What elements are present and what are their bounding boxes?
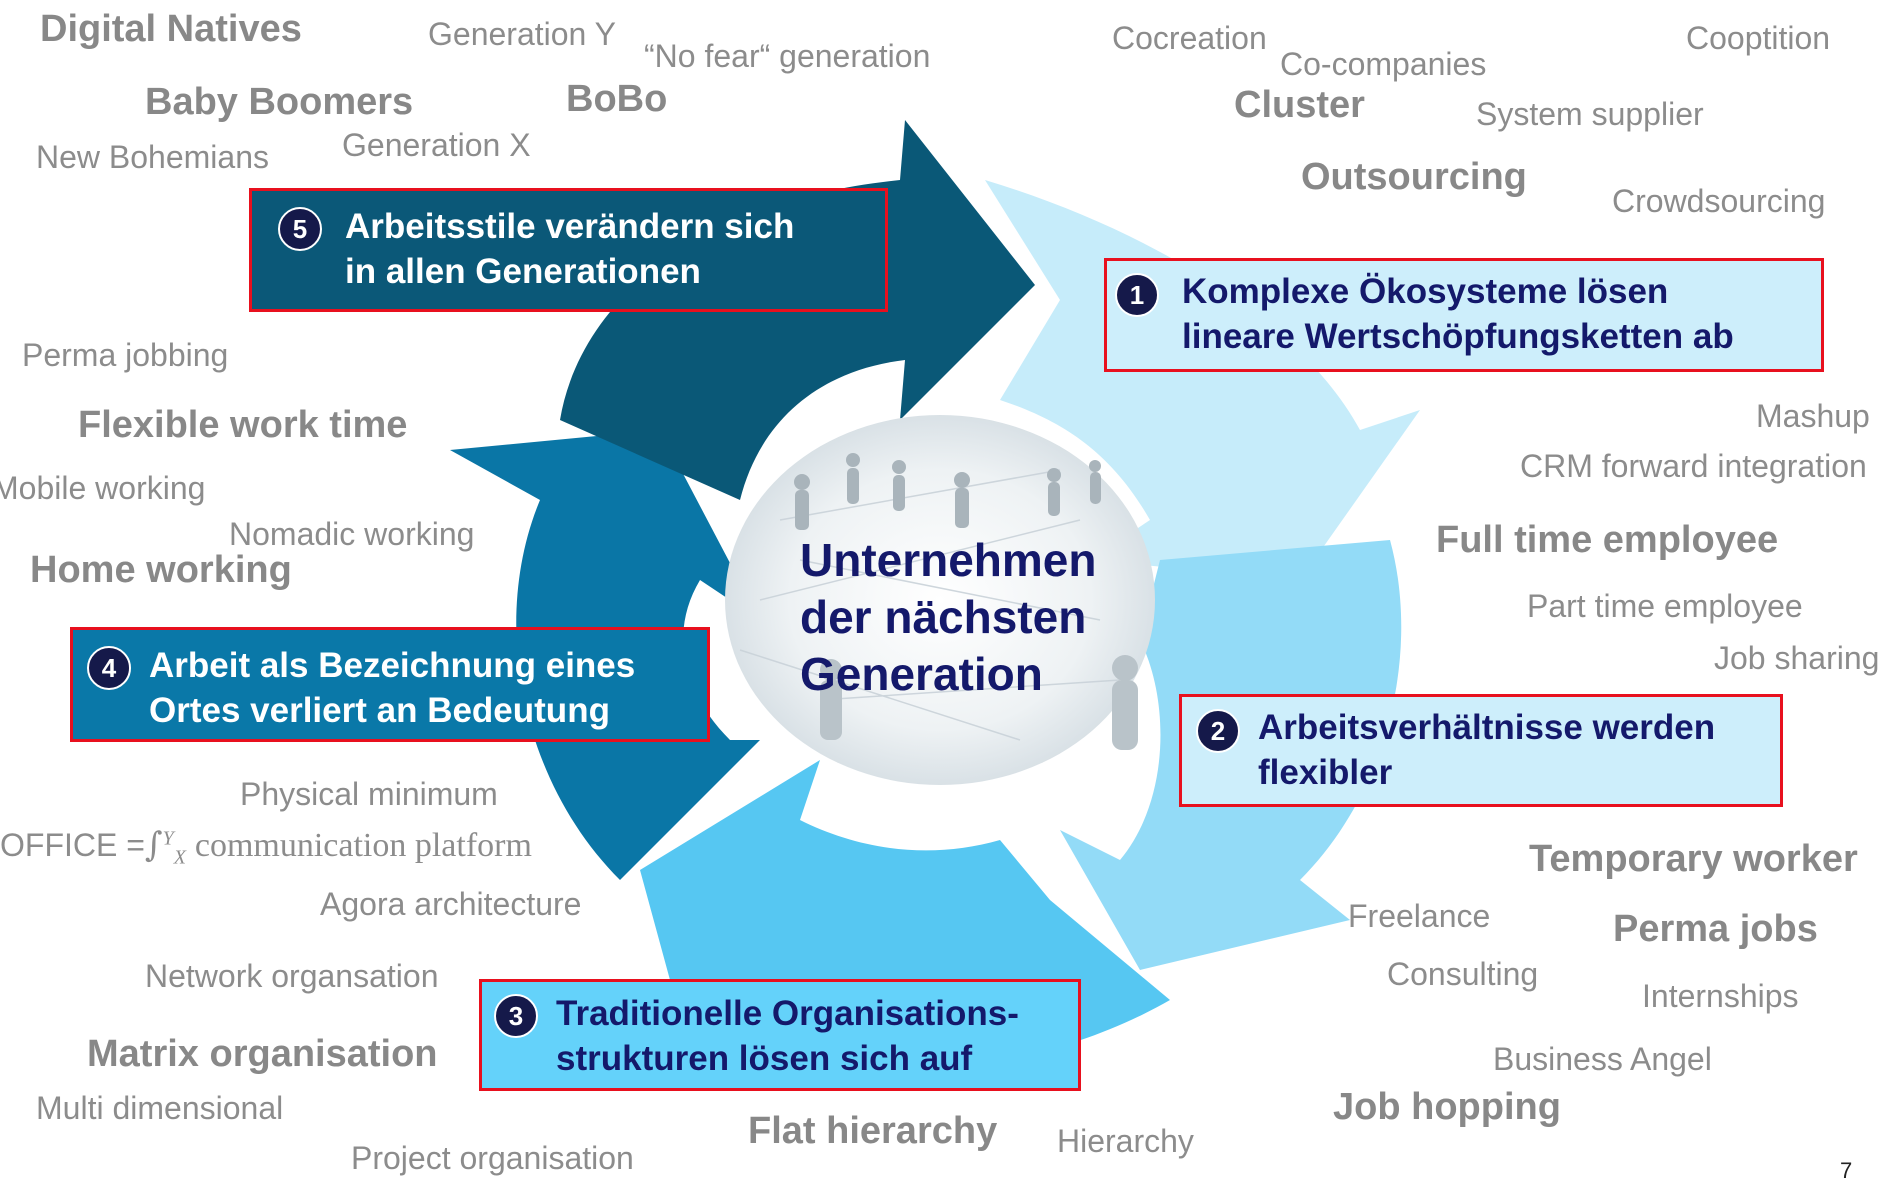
keyword-no-fear-generation: “No fear“ generation: [644, 38, 931, 74]
keyword-network-organsation: Network organsation: [145, 958, 439, 994]
keyword-temporary-worker: Temporary worker: [1529, 838, 1858, 880]
number-badge-3: 3: [494, 994, 538, 1038]
keyword-agora-architecture: Agora architecture: [320, 886, 582, 922]
keyword-generation-x: Generation X: [342, 127, 531, 163]
keyword-digital-natives: Digital Natives: [40, 8, 302, 50]
cycle-arrow-1: [985, 180, 1420, 580]
center-title: Unternehmen der nächsten Generation: [800, 532, 1096, 703]
number-badge-4: 4: [87, 646, 131, 690]
callout-3-line-2: strukturen lösen sich auf: [556, 1039, 973, 1078]
keyword-cooptition: Cooptition: [1686, 20, 1831, 56]
keyword-business-angel: Business Angel: [1493, 1041, 1712, 1077]
keyword-mobile-working: Mobile working: [0, 470, 206, 506]
callout-3-line-1: Traditionelle Organisations-: [556, 994, 1019, 1033]
keyword-system-supplier: System supplier: [1476, 96, 1704, 132]
callout-2-line-2: flexibler: [1258, 753, 1393, 792]
keyword-crm-forward-integration: CRM forward integration: [1520, 448, 1867, 484]
formula-suffix: communication platform: [194, 827, 532, 864]
office-formula: OFFICE =∫YX communication platform: [0, 825, 532, 869]
keyword-part-time-employee: Part time employee: [1527, 588, 1803, 624]
callout-1-line-2: lineare Wertschöpfungsketten ab: [1182, 317, 1734, 356]
number-badge-1: 1: [1115, 273, 1159, 317]
keyword-generation-y: Generation Y: [428, 16, 616, 52]
callout-box-2: 2 Arbeitsverhältnisse werden flexibler: [1179, 694, 1783, 807]
number-badge-5: 5: [278, 207, 322, 251]
callout-5-line-2: in allen Generationen: [345, 252, 701, 291]
callout-4-line-1: Arbeit als Bezeichnung eines: [149, 646, 636, 685]
keyword-crowdsourcing: Crowdsourcing: [1612, 183, 1826, 219]
center-title-line-3: Generation: [800, 648, 1043, 700]
center-title-line-2: der nächsten: [800, 591, 1087, 643]
keyword-mashup: Mashup: [1756, 398, 1870, 434]
callout-box-5: 5 Arbeitsstile verändern sich in allen G…: [249, 188, 888, 312]
keyword-flat-hierarchy: Flat hierarchy: [748, 1110, 998, 1152]
center-title-line-1: Unternehmen: [800, 534, 1097, 586]
integral-symbol: ∫: [144, 825, 163, 865]
callout-box-3: 3 Traditionelle Organisations- strukture…: [479, 979, 1081, 1091]
keyword-internships: Internships: [1642, 978, 1799, 1014]
keyword-co-companies: Co-companies: [1280, 46, 1487, 82]
keyword-home-working: Home working: [30, 549, 292, 591]
keyword-multi-dimensional: Multi dimensional: [36, 1090, 284, 1126]
keyword-baby-boomers: Baby Boomers: [145, 81, 414, 123]
keyword-matrix-organisation: Matrix organisation: [87, 1033, 438, 1075]
keyword-perma-jobs: Perma jobs: [1613, 908, 1818, 950]
keyword-job-sharing: Job sharing: [1714, 640, 1880, 676]
formula-lower-limit: X: [173, 846, 186, 869]
keyword-flexible-work-time: Flexible work time: [78, 404, 408, 446]
keyword-job-hopping: Job hopping: [1333, 1086, 1561, 1128]
callout-2-line-1: Arbeitsverhältnisse werden: [1258, 708, 1716, 747]
page-number: 7: [1840, 1158, 1853, 1183]
people-figures: [794, 453, 1138, 750]
keyword-cluster: Cluster: [1234, 84, 1365, 126]
people-network-graphic: [739, 469, 1121, 741]
formula-upper-limit: Y: [162, 827, 174, 850]
callout-box-4: 4 Arbeit als Bezeichnung eines Ortes ver…: [70, 627, 710, 742]
keyword-project-organisation: Project organisation: [351, 1140, 634, 1176]
keyword-bobo: BoBo: [566, 78, 668, 120]
keyword-outsourcing: Outsourcing: [1301, 156, 1527, 198]
callout-5-line-1: Arbeitsstile verändern sich: [345, 207, 795, 246]
keyword-cocreation: Cocreation: [1112, 20, 1267, 56]
callout-box-1: 1 Komplexe Ökosysteme lösen lineare Wert…: [1104, 258, 1824, 372]
keyword-perma-jobbing: Perma jobbing: [22, 337, 229, 373]
callout-4-line-2: Ortes verliert an Bedeutung: [149, 691, 610, 730]
keyword-full-time-employee: Full time employee: [1436, 519, 1779, 561]
keyword-consulting: Consulting: [1387, 956, 1539, 992]
keyword-new-bohemians: New Bohemians: [36, 139, 269, 175]
keyword-physical-minimum: Physical minimum: [240, 776, 498, 812]
keyword-nomadic-working: Nomadic working: [229, 516, 475, 552]
callout-1-line-1: Komplexe Ökosysteme lösen: [1182, 272, 1669, 311]
keyword-freelance: Freelance: [1348, 898, 1491, 934]
number-badge-2: 2: [1196, 709, 1240, 753]
keyword-hierarchy: Hierarchy: [1057, 1123, 1194, 1159]
formula-prefix: OFFICE =: [0, 827, 145, 863]
